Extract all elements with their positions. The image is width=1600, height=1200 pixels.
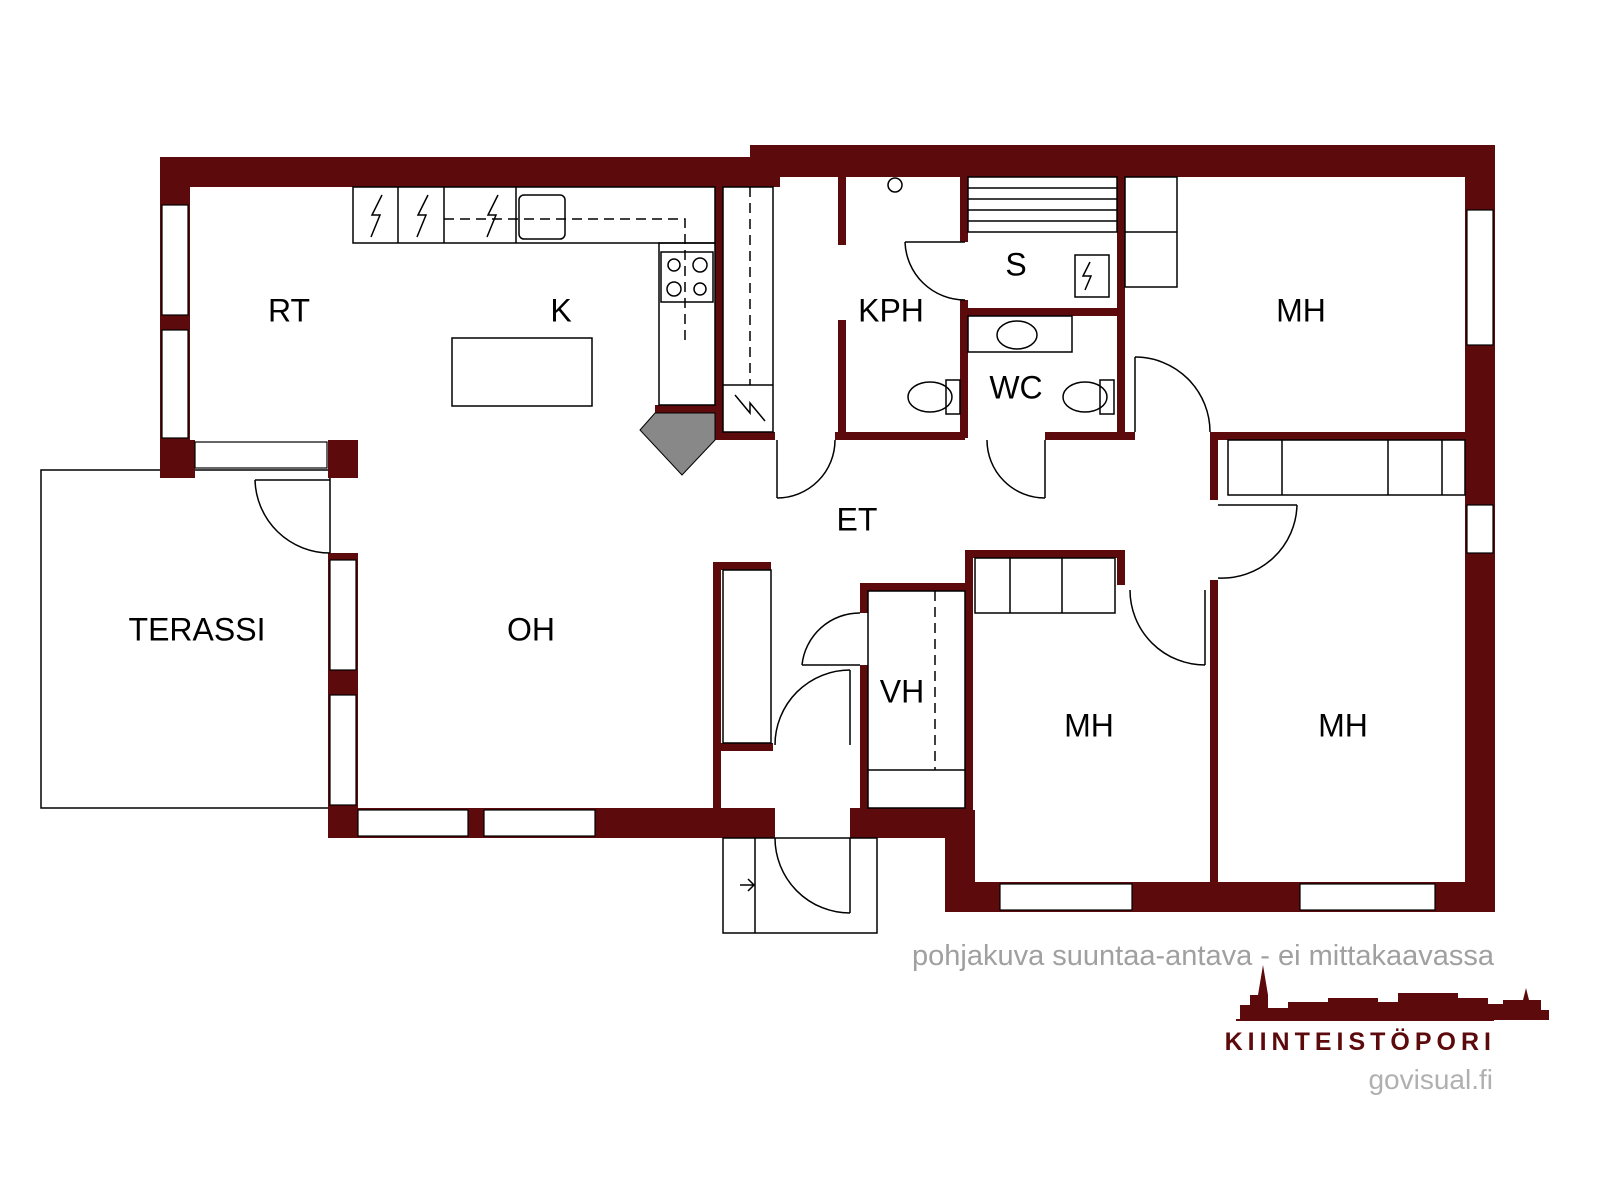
exterior-walls bbox=[160, 145, 1495, 912]
room-label-mh-3: MH bbox=[1318, 707, 1368, 744]
windows bbox=[161, 204, 1494, 911]
room-label-et: ET bbox=[836, 501, 878, 538]
room-label-mh-1: MH bbox=[1276, 292, 1326, 329]
logo-skyline bbox=[1236, 965, 1549, 1021]
room-label-rt: RT bbox=[267, 292, 311, 329]
room-label-terassi: TERASSI bbox=[128, 611, 266, 648]
site-credit: govisual.fi bbox=[1368, 1064, 1493, 1095]
disclaimer-note: pohjakuva suuntaa-antava - ei mittakaava… bbox=[912, 940, 1494, 972]
interior-walls bbox=[655, 177, 1465, 882]
room-label-vh: VH bbox=[879, 673, 925, 710]
bath-fixtures bbox=[887, 176, 1118, 415]
closets bbox=[722, 176, 1466, 934]
room-label-oh: OH bbox=[507, 611, 555, 648]
room-label-kph: KPH bbox=[858, 292, 924, 329]
room-label-k: K bbox=[550, 292, 572, 329]
kitchen-fixtures bbox=[352, 186, 774, 476]
door-swings bbox=[254, 241, 1298, 914]
room-label-s: S bbox=[1005, 246, 1027, 283]
sauna-benches bbox=[967, 176, 1118, 233]
room-label-wc: WC bbox=[989, 369, 1043, 406]
brand-name: KIINTEISTÖPORI bbox=[1224, 1028, 1496, 1056]
room-label-mh-2: MH bbox=[1064, 707, 1114, 744]
